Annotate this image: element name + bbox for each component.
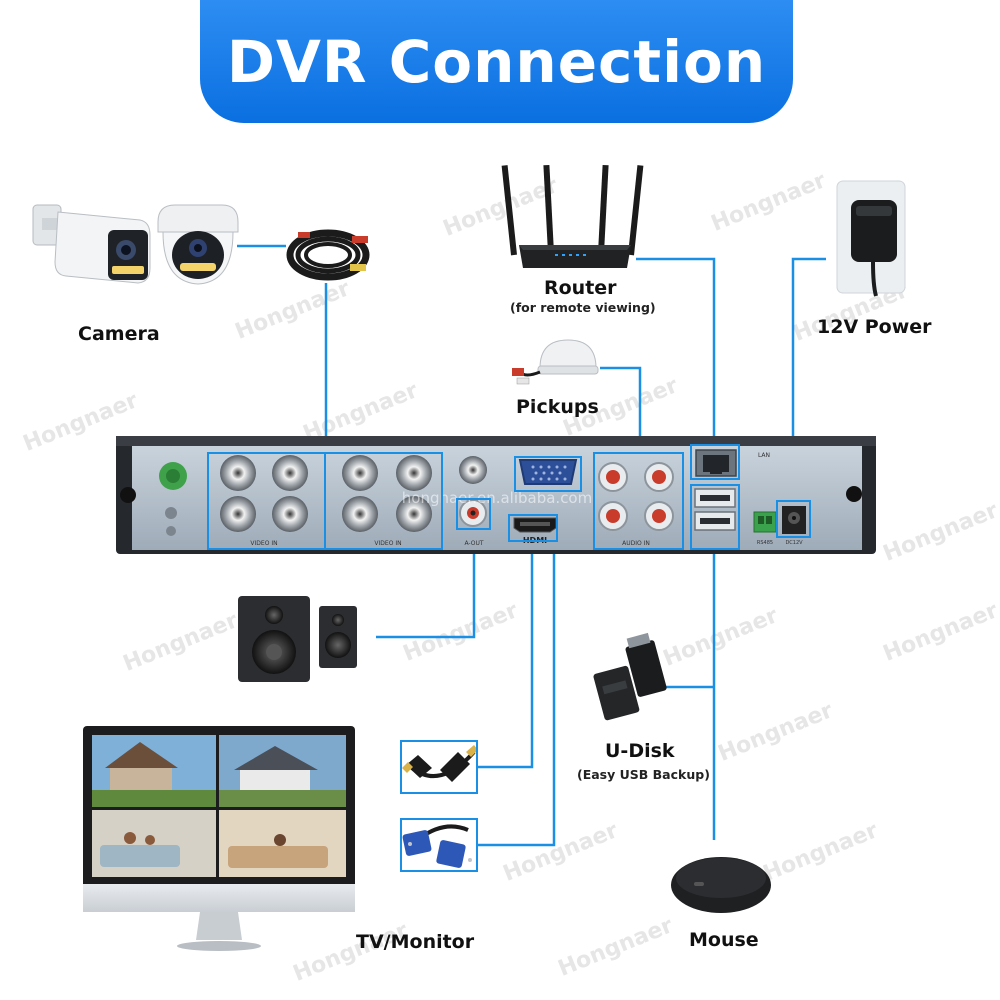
connection-lines (237, 244, 826, 847)
router-icon (501, 164, 644, 268)
hdmi-cable-icon (402, 745, 478, 782)
mouse-icon (671, 857, 771, 913)
udisk-label: U-Disk (605, 740, 675, 762)
audio-in-highlight (593, 452, 684, 550)
video-in-left-label: VIDEO IN (250, 540, 277, 547)
video-in-divider (324, 452, 327, 550)
bullet-camera-icon (32, 204, 151, 284)
hdmi-cable-box (400, 740, 478, 794)
vga-port-highlight (514, 456, 582, 492)
pickups-label: Pickups (516, 396, 599, 418)
speakers-icon (238, 596, 357, 682)
lan-label: LAN (758, 452, 770, 459)
router-label: Router (544, 277, 617, 299)
title-banner: DVR Connection (200, 0, 793, 123)
hdmi-port-highlight (508, 514, 558, 542)
pickup-mic-icon (512, 339, 599, 385)
power-label: 12V Power (817, 316, 932, 338)
rs485-label: RS485 (757, 540, 773, 546)
router-sublabel: (for remote viewing) (510, 300, 656, 315)
camera-label: Camera (78, 323, 160, 345)
vga-cable-box (400, 818, 478, 872)
u-disk-icon (593, 632, 667, 721)
page-title: DVR Connection (226, 27, 767, 96)
power-port-highlight (776, 500, 811, 538)
udisk-sublabel: (Easy USB Backup) (577, 767, 710, 782)
lan-highlight (690, 444, 740, 480)
video-in-right-label: VIDEO IN (374, 540, 401, 547)
dc12v-label: DC12V (785, 540, 803, 546)
power-adapter-icon (836, 180, 906, 297)
cable-coil-icon (286, 229, 370, 281)
monitor-icon (83, 726, 355, 951)
audio-in-label: AUDIO IN (622, 540, 650, 547)
watermark-center: hongnaer.en.alibaba.com (402, 489, 592, 507)
dome-camera-icon (157, 204, 239, 285)
vga-cable-icon (402, 824, 472, 868)
usb-highlight (690, 484, 740, 550)
audio-out-highlight (456, 498, 491, 530)
dvr-recorder: VIDEO IN VIDEO IN A-OUT HDMI AUDIO IN LA… (116, 436, 876, 554)
tv-monitor-label: TV/Monitor (356, 931, 475, 953)
mouse-label: Mouse (689, 929, 759, 951)
audio-out-label: A-OUT (464, 540, 483, 547)
